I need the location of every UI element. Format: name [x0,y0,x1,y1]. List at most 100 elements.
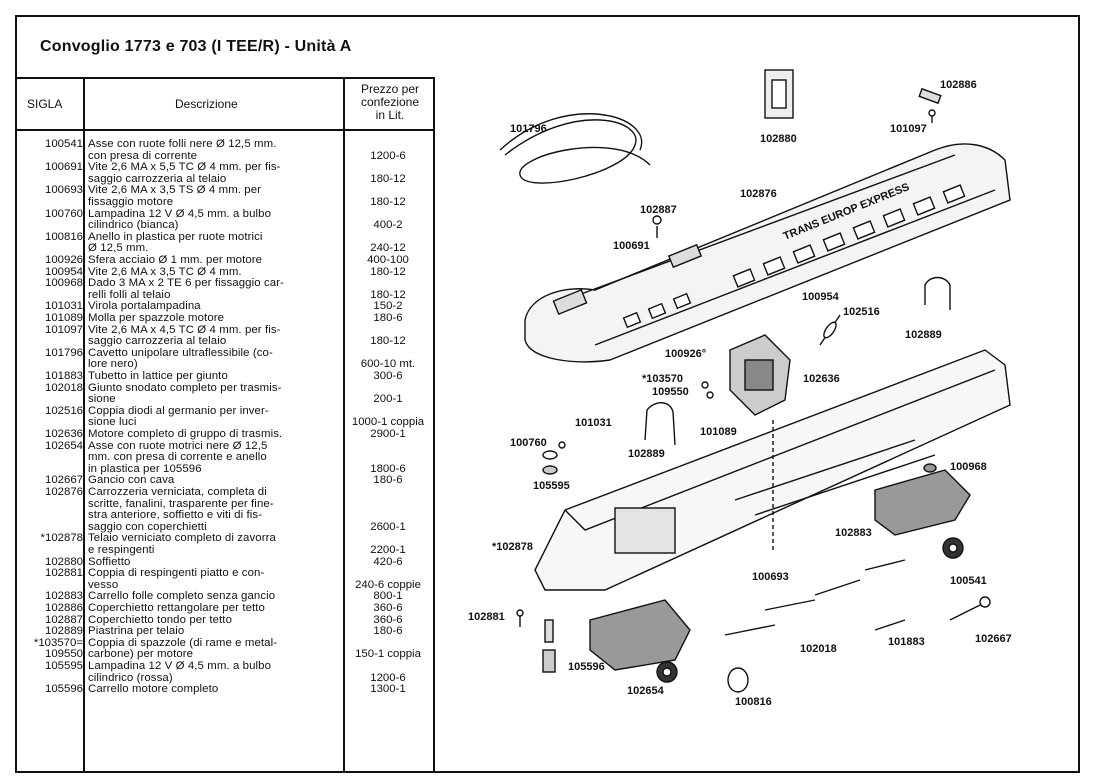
part-description-line: saggio carrozzeria al telaio [88,335,227,348]
label-102654: 102654 [627,685,665,697]
part-code: 102876 [44,486,83,498]
part-price: 400-100 [367,254,409,266]
part-price: 180-6 [373,625,403,638]
part-price: 150-2 [373,300,403,313]
part-description-line: Vite 2,6 MA x 4,5 TC Ø 4 mm. per fis- [88,323,281,336]
part-price: 2900-1 [370,428,406,440]
part-price: 1800-6 [370,462,406,475]
label-102878: *102878 [492,541,533,553]
part-code: 102667 [44,474,83,487]
part-description-line: Telaio verniciato completo di zavorra [88,532,276,545]
part-description-line: lore nero) [88,358,138,371]
part-description-line: saggio carrozzeria al telaio [88,172,227,185]
part-description: Coppia di spazzole (di rame e metal- [88,636,342,650]
part-price: 800-1 [373,590,403,603]
part-description: Tubetto in lattice per giunto [88,370,342,383]
part-description-line: Carrozzeria verniciata, completa di [88,486,267,498]
part-description: Vite 2,6 MA x 5,5 TC Ø 4 mm. per fis-sag… [88,162,342,185]
part-description-line: Lampadina 12 V Ø 4,5 mm. a bulbo [88,660,272,672]
part-price: 240-12 [370,242,406,255]
part-code: 100691 [44,161,83,174]
part-description-line: mm. con presa di corrente e anello [88,451,267,464]
part-description-line: scritte, fanalini, trasparente per fine- [88,497,274,510]
part-code: 102880 [44,555,83,568]
part-price: 180-6 [373,474,403,487]
part-description: Coperchietto rettangolare per tetto [88,602,342,615]
brush-part [701,381,709,389]
part-description: Gancio con cava [88,475,342,487]
part-code: 102883 [44,590,83,603]
part-description-line: Coppia di respingenti piatto e con- [88,567,265,580]
part-price: 180-12 [370,288,406,301]
part-description: Asse con ruote folli nere Ø 12,5 mm.con … [88,138,342,162]
parts-table: SIGLA Descrizione Prezzo per confezione … [15,77,435,773]
label-102886: 102886 [940,79,977,91]
part-description: Coppia diodi al germanio per inver-sione… [88,405,342,429]
motor-bogie-part [589,599,691,671]
part-description-line: Dado 3 MA x 2 TE 6 per fissaggio car- [88,277,284,290]
part-code: 102889 [44,625,83,638]
part-code: 102886 [44,602,83,614]
part-price: 240-6 coppie [355,578,421,591]
part-description-line: Coppia di spazzole (di rame e metal- [88,636,278,649]
part-code: 101796 [44,346,83,359]
part-description-line: saggio con coperchietti [88,520,207,533]
part-description-line: Motore completo di gruppo di trasmis. [88,428,283,440]
part-description-line: Vite 2,6 MA x 5,5 TC Ø 4 mm. per fis- [88,161,281,174]
bulb-part-red [542,465,558,475]
part-description-line: Molla per spazzole motore [88,312,225,324]
part-code: 101883 [44,370,83,382]
part-description-line: Carrello motore completo [88,683,219,696]
label-102887: 102887 [640,204,677,216]
part-description-line: relli folli al telaio [88,288,171,301]
part-description-line: Lampadina 12 V Ø 4,5 mm. a bulbo [88,207,272,220]
part-price: 400-2 [373,219,403,232]
part-price: 2200-1 [370,543,406,556]
part-code: 100968 [44,277,83,290]
page-title: Convoglio 1773 e 703 (I TEE/R) - Unità A [40,38,352,55]
part-price: 1300-1 [370,683,406,696]
part-description: Cavetto unipolare ultraflessibile (co-lo… [88,347,342,371]
joint-part [724,624,776,636]
part-price: 180-12 [370,335,406,348]
part-price: 1000-1 coppia [351,416,425,429]
part-description-line: stra anteriore, soffietto e viti di fis- [88,509,263,522]
part-code: 102018 [44,381,83,394]
part-code: 102516 [44,404,83,417]
part-description-line: Soffietto [88,555,131,568]
part-price: 200-1 [373,393,403,406]
part-description-line: in plastica per 105596 [88,462,202,475]
part-price: 1200-6 [370,671,406,684]
part-price: 360-6 [373,602,403,614]
part-description-line: sione luci [88,416,137,429]
plate-part-left [644,402,676,446]
part-description-line: Gancio con cava [88,474,175,487]
part-code: 105596 [44,683,83,696]
label-100541: 100541 [950,575,987,587]
part-code: 101097 [44,323,83,336]
column-divider-sigla [83,77,85,773]
part-code: 102654 [44,439,83,452]
part-description: Vite 2,6 MA x 3,5 TC Ø 4 mm. [88,266,342,279]
part-code: 100693 [44,184,83,197]
part-description: Sfera acciaio Ø 1 mm. per motore [88,254,342,267]
part-description-line: Tubetto in lattice per giunto [88,370,228,382]
label-102636: 102636 [803,373,840,385]
label-102667: 102667 [975,633,1012,645]
header-descrizione: Descrizione [175,97,238,111]
title-divider [15,77,435,79]
part-price: 180-12 [370,195,406,208]
part-description-line: Giunto snodato completo per trasmis- [88,381,282,394]
label-100760: 100760 [510,437,547,449]
part-price: 420-6 [373,555,403,568]
part-description: Molla per spazzole motore [88,312,342,325]
label-105596: 105596 [568,661,605,673]
round-cover-part [652,215,662,225]
